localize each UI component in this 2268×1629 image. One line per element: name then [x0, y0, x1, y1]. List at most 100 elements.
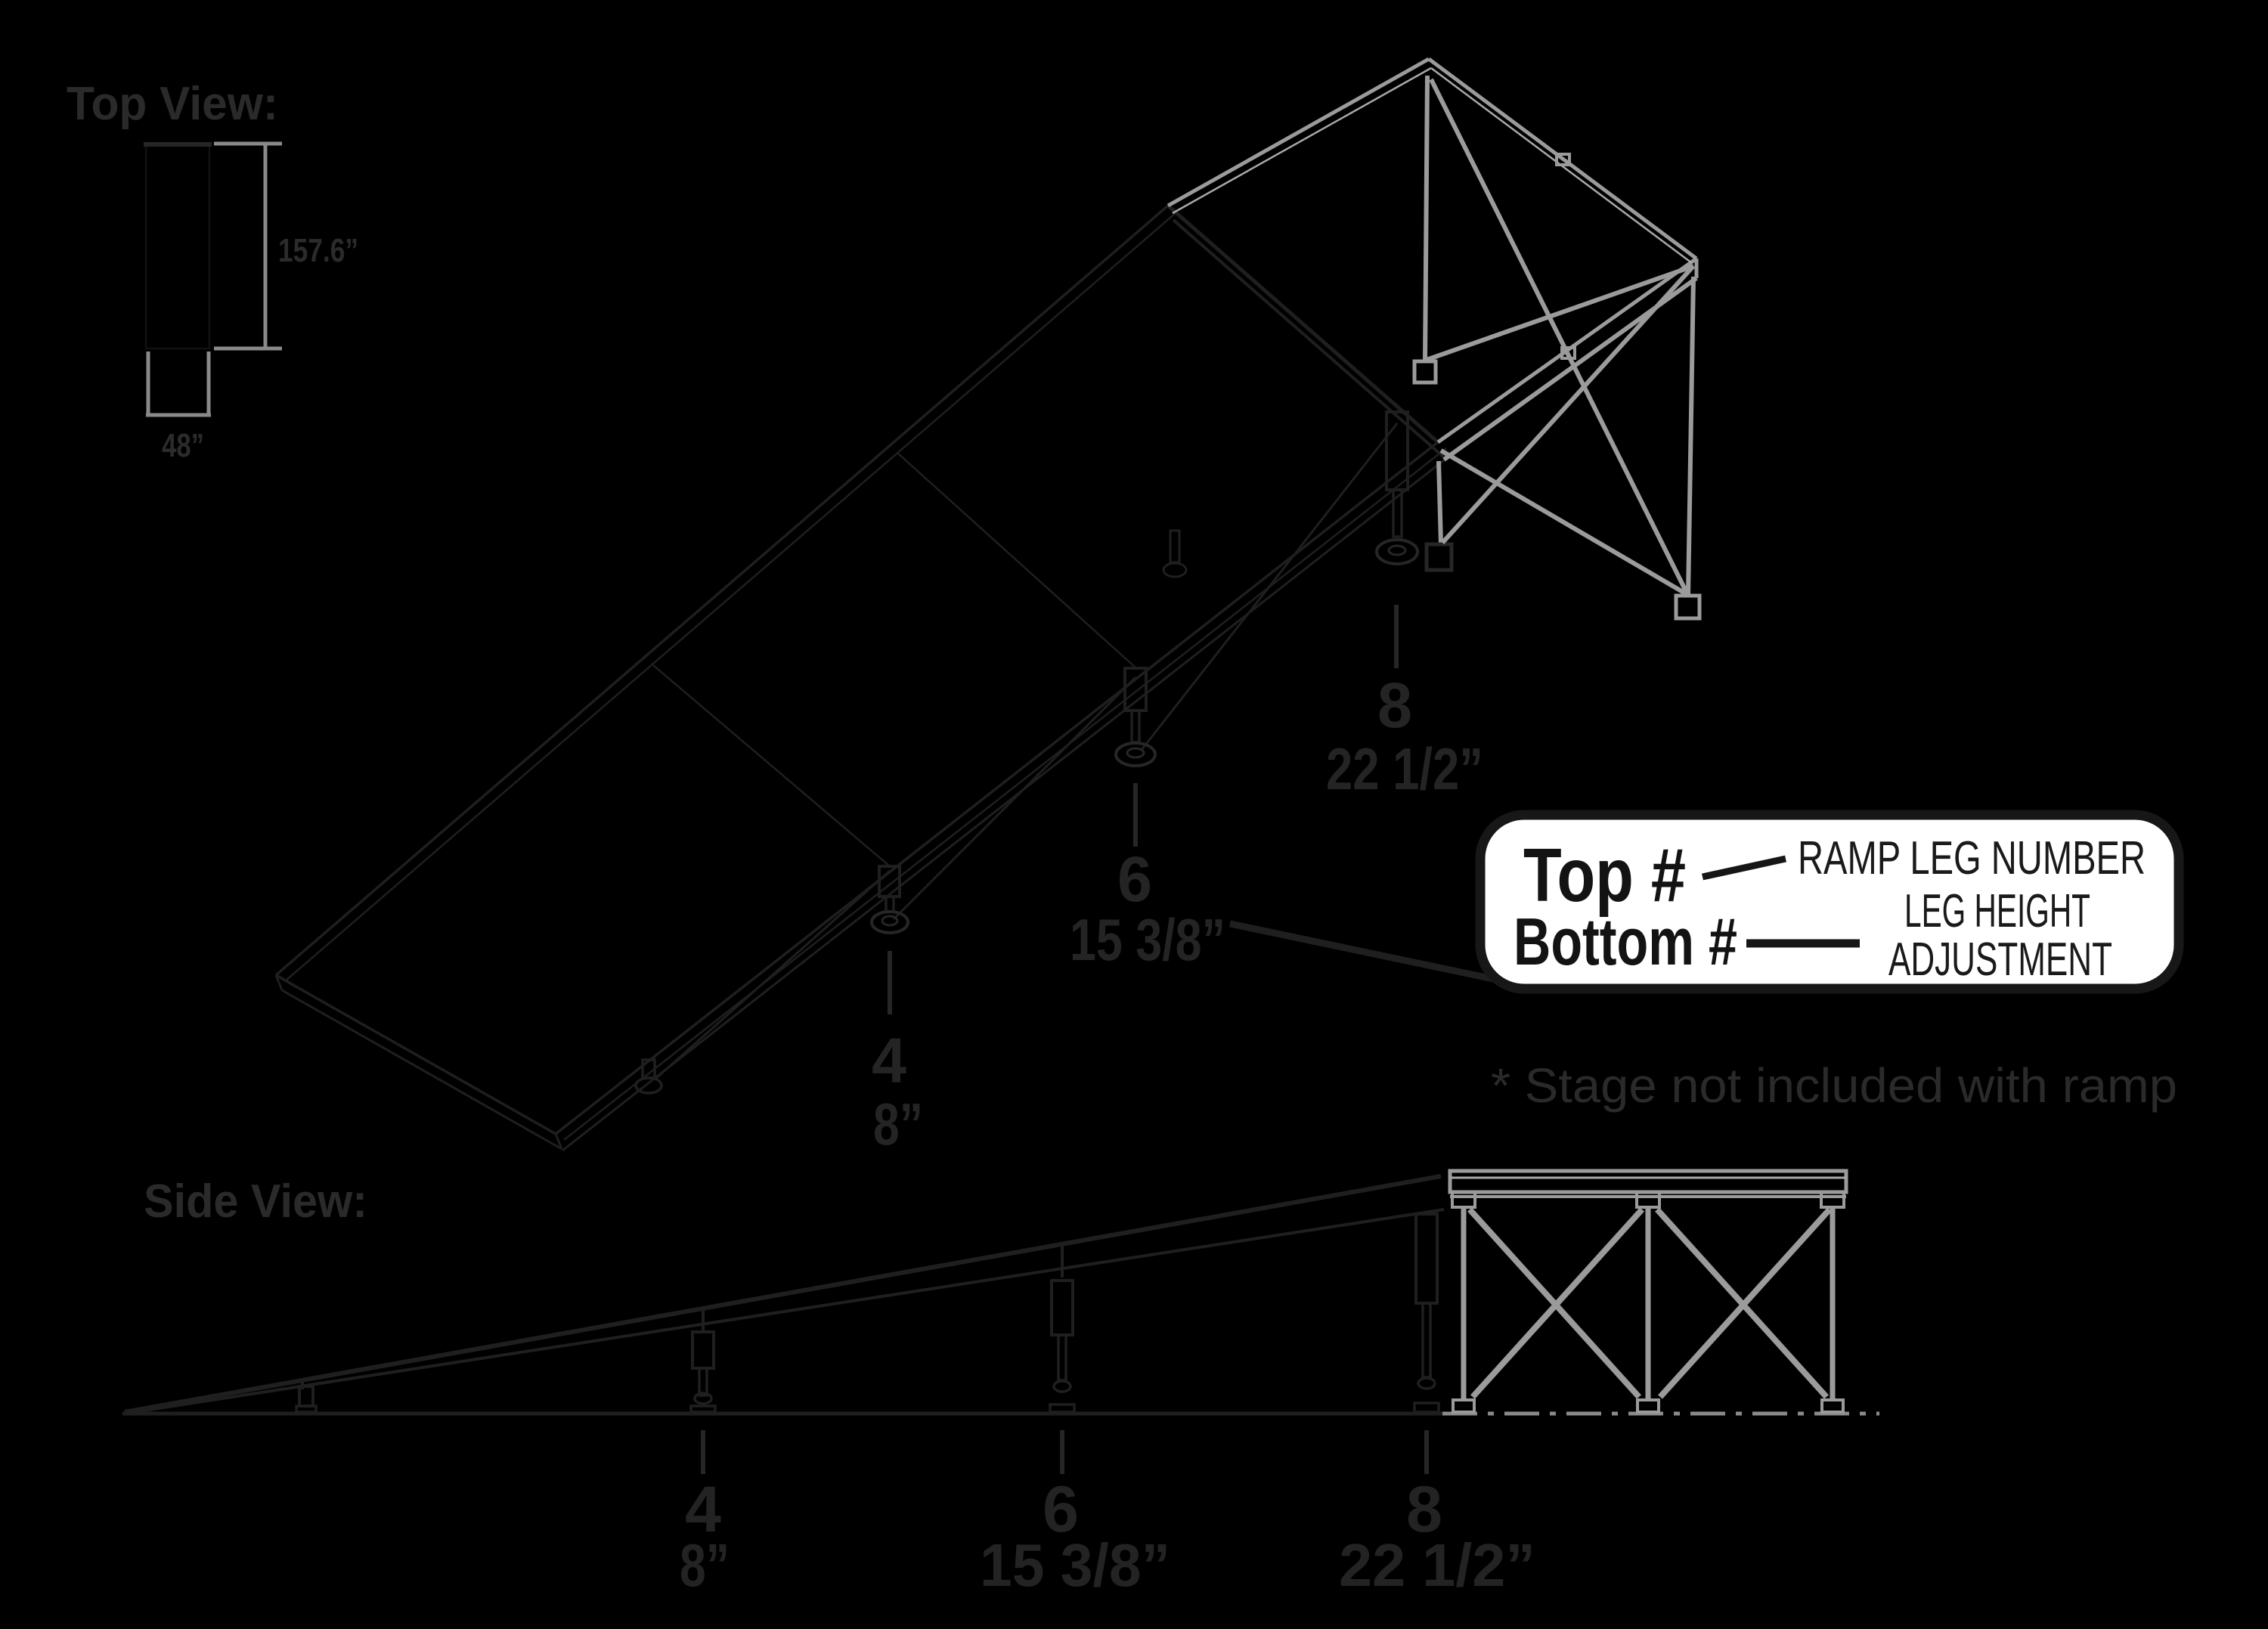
- iso-stage: [1167, 57, 1702, 621]
- iso-stage-deck-back-left-edge: [1167, 57, 1430, 208]
- side-stage-connector-right: [1820, 1191, 1845, 1209]
- callout-bottom-label: Bottom #: [1514, 904, 1737, 979]
- iso-stage-foot-front: [1424, 542, 1454, 572]
- callout-bottom-description-line2: ADJUSTMENT: [1888, 934, 2112, 986]
- side-leg-4: [689, 1330, 717, 1414]
- iso-ramp-tip-underside: [281, 989, 562, 1151]
- iso-leg-number-8: 8: [1377, 670, 1412, 741]
- stage-not-included-note: * Stage not included with ramp: [1491, 1058, 2177, 1113]
- side-leg-number-6: 6: [1043, 1473, 1079, 1546]
- iso-stage-knob-back: [1555, 153, 1571, 166]
- iso-leg-4: [870, 865, 909, 934]
- side-leg-6: [1049, 1279, 1076, 1414]
- iso-far-leg-foot: [1162, 562, 1188, 578]
- side-leg-8-foot: [1413, 1401, 1440, 1414]
- top-view-ramp-outline: [144, 142, 211, 350]
- side-leg-6-foot: [1049, 1403, 1076, 1414]
- callout-top-label: Top #: [1523, 833, 1686, 918]
- iso-brace-8-6: [1140, 423, 1399, 751]
- width-label: 48”: [162, 427, 204, 464]
- iso-stage-leg-back: [1423, 75, 1430, 362]
- iso-stage-deck-bevel-left: [1172, 67, 1432, 215]
- iso-stage-brace-back-1: [1429, 78, 1690, 596]
- iso-ramp-top-edge: [1167, 204, 1439, 444]
- iso-stage-brace-front-2: [1440, 264, 1696, 545]
- side-leg-6-knob: [1052, 1380, 1072, 1393]
- callout-tail-line: [1229, 920, 1494, 983]
- iso-leg-6-foot-hub: [1126, 747, 1145, 759]
- side-ramp-top-line: [124, 1174, 1442, 1414]
- length-label: 157.6”: [278, 232, 358, 269]
- callout-bottom-description-line1: LEG HEIGHT: [1904, 885, 2090, 937]
- iso-label-leg-4: 4 8”: [872, 951, 923, 1157]
- callout-top-leader-line: [1702, 855, 1786, 881]
- iso-leg-8-foot-hub: [1387, 544, 1407, 556]
- iso-leg-4-rod: [885, 895, 895, 913]
- iso-stage-leg-front: [1436, 460, 1443, 545]
- side-leg-4-foot: [689, 1404, 717, 1414]
- side-leg-number-8: 8: [1406, 1473, 1442, 1546]
- iso-tip-foot: [634, 1076, 663, 1095]
- side-stage-foot-middle: [1636, 1398, 1660, 1414]
- iso-ramp-left-rail: [284, 212, 1177, 982]
- iso-ramp: [274, 204, 1447, 1152]
- iso-leg-height-4: 8”: [873, 1091, 923, 1157]
- side-stage-brace-2b: [1658, 1207, 1832, 1399]
- side-ramp: [124, 1174, 1445, 1415]
- iso-leg-6-rod: [1130, 709, 1141, 744]
- side-stage-connector-middle: [1635, 1191, 1661, 1209]
- iso-ramp-tip-cap-left: [274, 974, 284, 991]
- iso-stage-foot-right: [1674, 593, 1702, 621]
- side-leg-4-rod: [698, 1367, 708, 1397]
- iso-label-leg-6: 6 15 3/8”: [1070, 783, 1225, 973]
- side-leg-8-housing: [1414, 1212, 1439, 1305]
- iso-stage-knob-front: [1560, 346, 1576, 360]
- top-view: Top View: 157.6” 48”: [67, 78, 358, 464]
- side-label-leg-8: 8 22 1/2”: [1339, 1430, 1535, 1599]
- iso-ramp-left-edge: [274, 204, 1170, 977]
- side-leg-8-rod: [1421, 1302, 1432, 1379]
- iso-ramp-right-edge: [554, 441, 1439, 1135]
- iso-label-leg-8: 8 22 1/2”: [1326, 605, 1483, 802]
- iso-leg-6: [1114, 667, 1157, 767]
- iso-leg-height-6: 15 3/8”: [1070, 906, 1225, 973]
- callout-top-description: RAMP LEG NUMBER: [1798, 832, 2146, 884]
- iso-ramp-seam-1: [652, 664, 891, 867]
- iso-leg-4-foot-hub: [881, 915, 899, 927]
- iso-leg-8-foot: [1375, 538, 1419, 565]
- side-stage: [1448, 1169, 1848, 1414]
- side-view-title: Side View:: [144, 1175, 367, 1228]
- iso-stage-deck-back-right-edge: [1427, 57, 1698, 261]
- iso-stage-brace-back-2: [1426, 264, 1694, 362]
- iso-ramp-top-edge-band: [1172, 218, 1445, 458]
- iso-stage-foot-back: [1412, 359, 1438, 385]
- side-leg-6-rod: [1057, 1333, 1067, 1382]
- side-leg-number-4: 4: [685, 1473, 721, 1546]
- width-dimension: 48”: [146, 352, 211, 464]
- side-label-leg-6: 6 15 3/8”: [980, 1430, 1170, 1599]
- side-stage-deck: [1448, 1169, 1848, 1194]
- iso-far-leg: [1169, 529, 1181, 564]
- iso-ramp-tip-edge: [275, 974, 556, 1135]
- iso-stage-brace-front-1: [1439, 448, 1688, 596]
- side-leg-8: [1413, 1212, 1440, 1414]
- top-view-title: Top View:: [67, 78, 278, 130]
- iso-ramp-right-rail: [563, 448, 1447, 1141]
- isometric-view: 4 8” 6 15 3/8” 8 22 1/2”: [274, 57, 1702, 1157]
- side-leg-4-housing: [691, 1330, 715, 1370]
- iso-ramp-tip-cap-right: [554, 1133, 563, 1150]
- iso-brace-6-4: [892, 676, 1137, 921]
- side-leg-6-housing: [1050, 1279, 1074, 1336]
- side-leg-height-8: 22 1/2”: [1339, 1531, 1535, 1599]
- side-label-leg-4: 4 8”: [680, 1430, 730, 1599]
- iso-leg-4-foot: [870, 910, 909, 934]
- iso-leg-number-6: 6: [1117, 844, 1152, 915]
- iso-ramp-seam-2: [897, 453, 1137, 669]
- side-leg-8-knob: [1417, 1377, 1436, 1390]
- side-stage-connector-left: [1451, 1191, 1476, 1209]
- side-leg-height-6: 15 3/8”: [980, 1531, 1170, 1599]
- legend-callout: Top # RAMP LEG NUMBER Bottom # LEG HEIGH…: [1229, 810, 2184, 994]
- iso-leg-height-8: 22 1/2”: [1326, 736, 1483, 802]
- iso-leg-6-foot: [1114, 742, 1157, 767]
